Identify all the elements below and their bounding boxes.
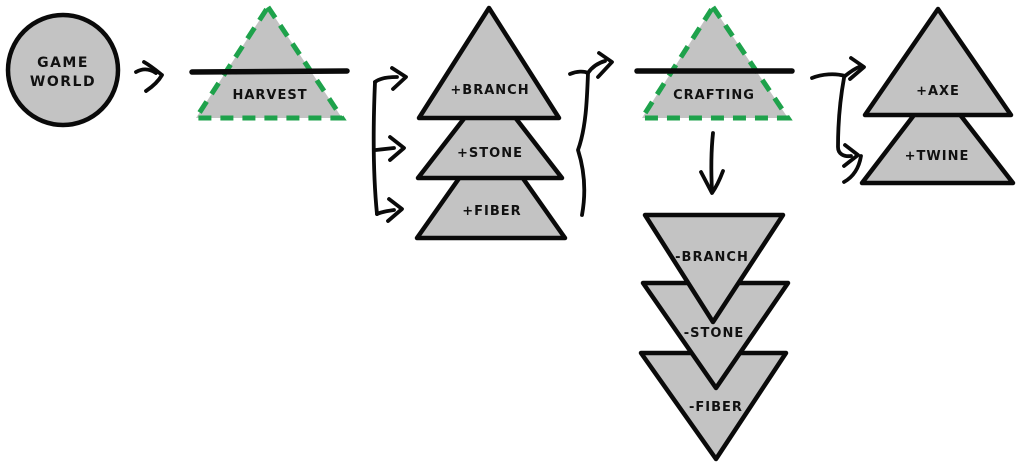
game-world-label-line1: GAME [37, 55, 89, 71]
harvest-label: HARVEST [232, 88, 307, 103]
plus-fiber-label: +FIBER [462, 204, 521, 219]
arrow-shaft [709, 131, 715, 193]
fork-branch-top [843, 65, 861, 78]
crafting-label: CRAFTING [673, 88, 755, 103]
arrow-head [388, 135, 406, 162]
arrow-shaft [134, 67, 158, 75]
collect-brace [568, 69, 590, 217]
split-branch-top [373, 75, 399, 84]
plus-stone-label: +STONE [457, 146, 523, 161]
harvest-triangle [191, 2, 347, 121]
split-branch-mid [374, 146, 396, 152]
fork-branch-bottom [836, 76, 853, 159]
game-world-label-line2: WORLD [30, 74, 96, 90]
minus-branch-label: -BRANCH [675, 250, 749, 265]
arrow-crafting-to-consumed [699, 131, 725, 195]
arrow-head [842, 143, 860, 168]
node-crafting: CRAFTING [634, 2, 795, 121]
node-game-world: GAME WORLD [5, 12, 121, 128]
plus-axe-label: +AXE [916, 84, 960, 99]
arrow-crafting-to-products [810, 56, 866, 184]
crafting-triangle [637, 2, 793, 121]
arrow-world-to-harvest [134, 60, 164, 93]
game-world-circle [5, 12, 121, 128]
node-plus-twine [859, 82, 1016, 186]
plus-twine-triangle [859, 82, 1016, 186]
node-minus-branch [642, 212, 786, 325]
arrow-harvest-split [371, 66, 408, 223]
arrow-head [596, 51, 614, 79]
arrow-head [142, 60, 164, 93]
node-plus-axe [862, 6, 1014, 118]
arrow-head-flourish [842, 154, 863, 184]
plus-branch-label: +BRANCH [450, 83, 529, 98]
arrow-head [386, 197, 404, 223]
node-plus-fiber [414, 130, 568, 241]
node-plus-stone [415, 82, 565, 181]
plus-stone-triangle [415, 82, 565, 181]
arrow-head [699, 169, 725, 195]
arrow-resources-to-crafting [568, 51, 614, 217]
harvest-rule-line [189, 68, 350, 75]
minus-stone-label: -STONE [684, 326, 744, 341]
arrow-shaft [586, 59, 607, 75]
minus-fiber-label: -FIBER [689, 400, 743, 415]
split-spine [371, 80, 379, 216]
minus-branch-triangle [642, 212, 786, 325]
arrow-head [848, 56, 866, 81]
node-plus-branch [416, 5, 562, 121]
fork-shaft [810, 72, 847, 80]
split-branch-bottom [375, 208, 396, 216]
arrow-head [390, 66, 408, 91]
plus-fiber-triangle [414, 130, 568, 241]
plus-branch-triangle [416, 5, 562, 121]
node-harvest: HARVEST [189, 2, 350, 121]
plus-axe-triangle [862, 6, 1014, 118]
plus-twine-label: +TWINE [905, 149, 970, 164]
